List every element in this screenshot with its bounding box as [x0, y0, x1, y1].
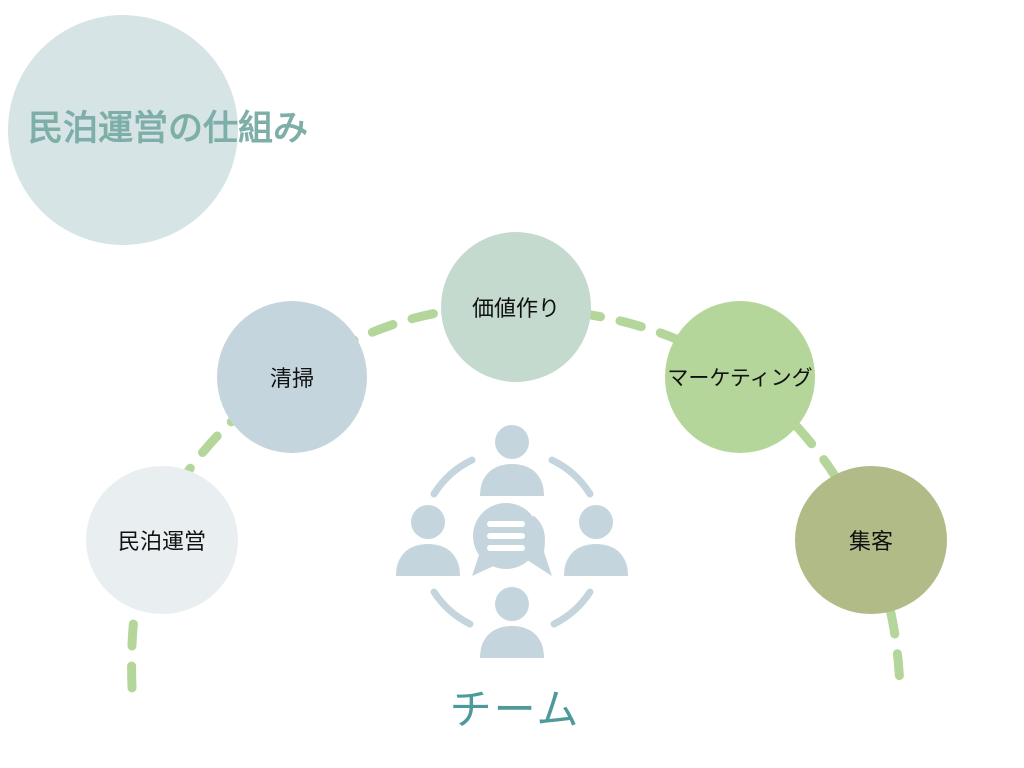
node-label: 集客	[848, 530, 893, 555]
node-marketing: マーケティング	[665, 301, 815, 453]
page-title: 民泊運営の仕組み	[28, 109, 309, 149]
team-meeting-icon	[396, 425, 628, 658]
node-minpaku: 民泊運営	[86, 466, 238, 614]
node-label: 民泊運営	[117, 530, 206, 555]
node-label: 価値作り	[471, 297, 560, 322]
title-bubble	[8, 15, 238, 245]
node-seisou: 清掃	[217, 301, 367, 453]
node-label: 清掃	[269, 367, 314, 392]
node-shukyaku: 集客	[795, 466, 947, 614]
team-label: チーム	[449, 685, 581, 734]
node-kachi: 価値作り	[441, 232, 591, 382]
node-label: マーケティング	[667, 366, 813, 390]
